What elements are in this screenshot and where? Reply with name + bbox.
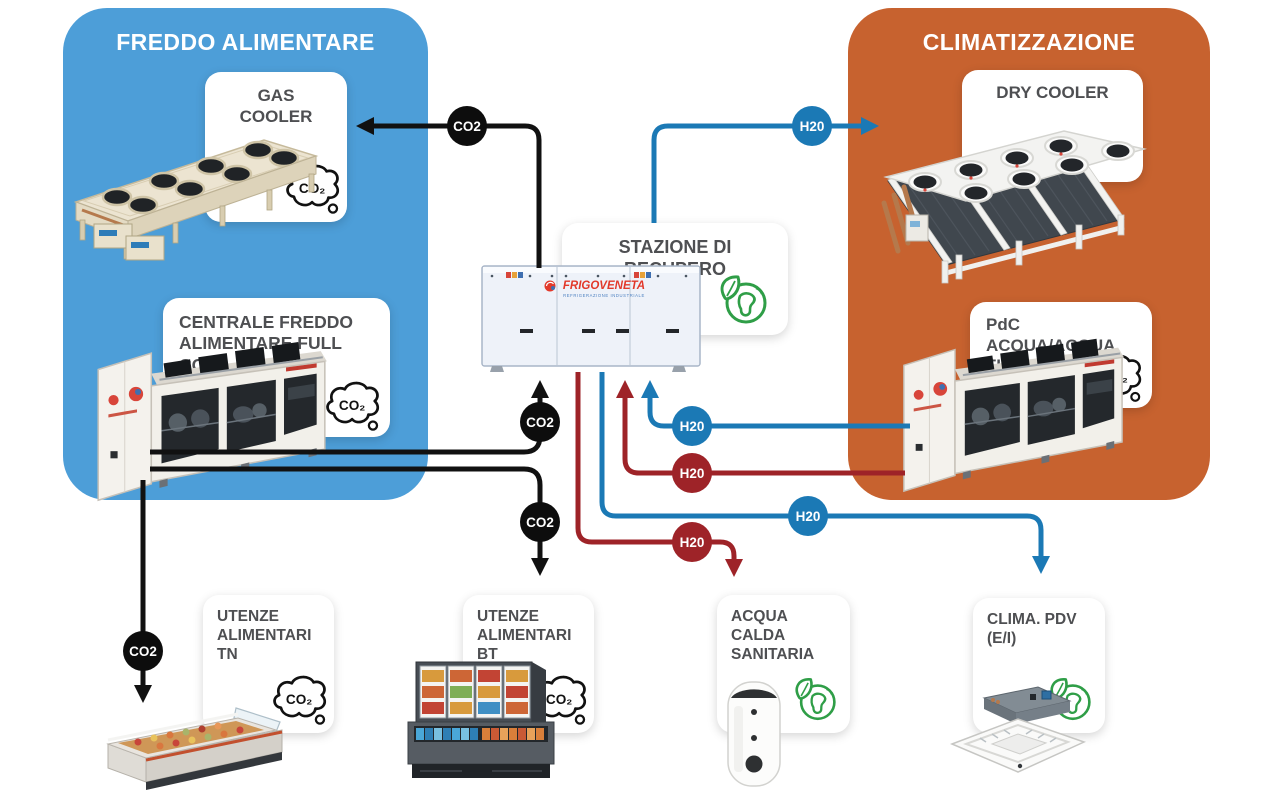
panel-clima-title: CLIMATIZZAZIONE: [922, 29, 1136, 55]
badge-co2-to-stazione: CO2: [520, 402, 560, 442]
badge-h2o-pdc-warm: H20: [672, 453, 712, 493]
utenze-bt-freezer-image: [407, 661, 555, 778]
arrowhead-down: [1032, 556, 1050, 574]
card-clima-pdv-title: CLIMA. PDV (E/I): [987, 611, 1077, 647]
card-utenze-tn: UTENZE ALIMENTARI TN: [203, 595, 334, 733]
arrowhead-down: [531, 558, 549, 576]
card-acqua-calda-title: ACQUA CALDA SANITARIA: [731, 608, 815, 663]
dry-cooler-image: [881, 130, 1147, 284]
pdc-acqua-image: [892, 326, 1132, 498]
badge-h2o-to-acqua-calda: H20: [672, 522, 712, 562]
acqua-calda-tank-image: [727, 681, 781, 787]
arrowhead-up: [531, 380, 549, 398]
badge-h2o-pdc-cold: H20: [672, 406, 712, 446]
arrowhead-up: [616, 380, 634, 398]
card-utenze-bt-title: UTENZE ALIMENTARI BT: [477, 608, 572, 663]
badge-co2-to-utenze-tn: CO2: [123, 631, 163, 671]
panel-freddo-title: FREDDO ALIMENTARE: [116, 29, 375, 55]
eco-earth-icon: [788, 674, 844, 725]
clima-pdv-cassette-image: [949, 686, 1087, 773]
gas-cooler-image: [73, 139, 319, 261]
eco-earth-icon: [712, 271, 776, 329]
station-brand-subtitle: REFRIGERAZIONE INDUSTRIALE: [563, 293, 645, 298]
badge-h2o-dry-cooler: H20: [792, 106, 832, 146]
badge-co2-to-utenze-bt: CO2: [520, 502, 560, 542]
stazione-recupero-image: FRIGOVENETA REFRIGERAZIONE INDUSTRIALE: [481, 265, 701, 372]
wire-h2o-stazione-to-dry-cooler: [651, 123, 862, 223]
badge-h2o-to-clima-pdv: H20: [788, 496, 828, 536]
utenze-tn-display-case-image: [106, 707, 283, 790]
station-brand-text: FRIGOVENETA: [563, 280, 645, 292]
centrale-freddo-image: [88, 328, 333, 508]
arrowhead-up: [641, 380, 659, 398]
arrowhead-down: [725, 559, 743, 577]
card-utenze-tn-title: UTENZE ALIMENTARI TN: [217, 608, 312, 663]
badge-co2-gas-cooler: CO2: [447, 106, 487, 146]
card-gas-cooler-title: GAS COOLER: [239, 86, 313, 126]
card-acqua-calda: ACQUA CALDA SANITARIA: [717, 595, 850, 733]
card-dry-cooler-title: DRY COOLER: [996, 83, 1109, 102]
